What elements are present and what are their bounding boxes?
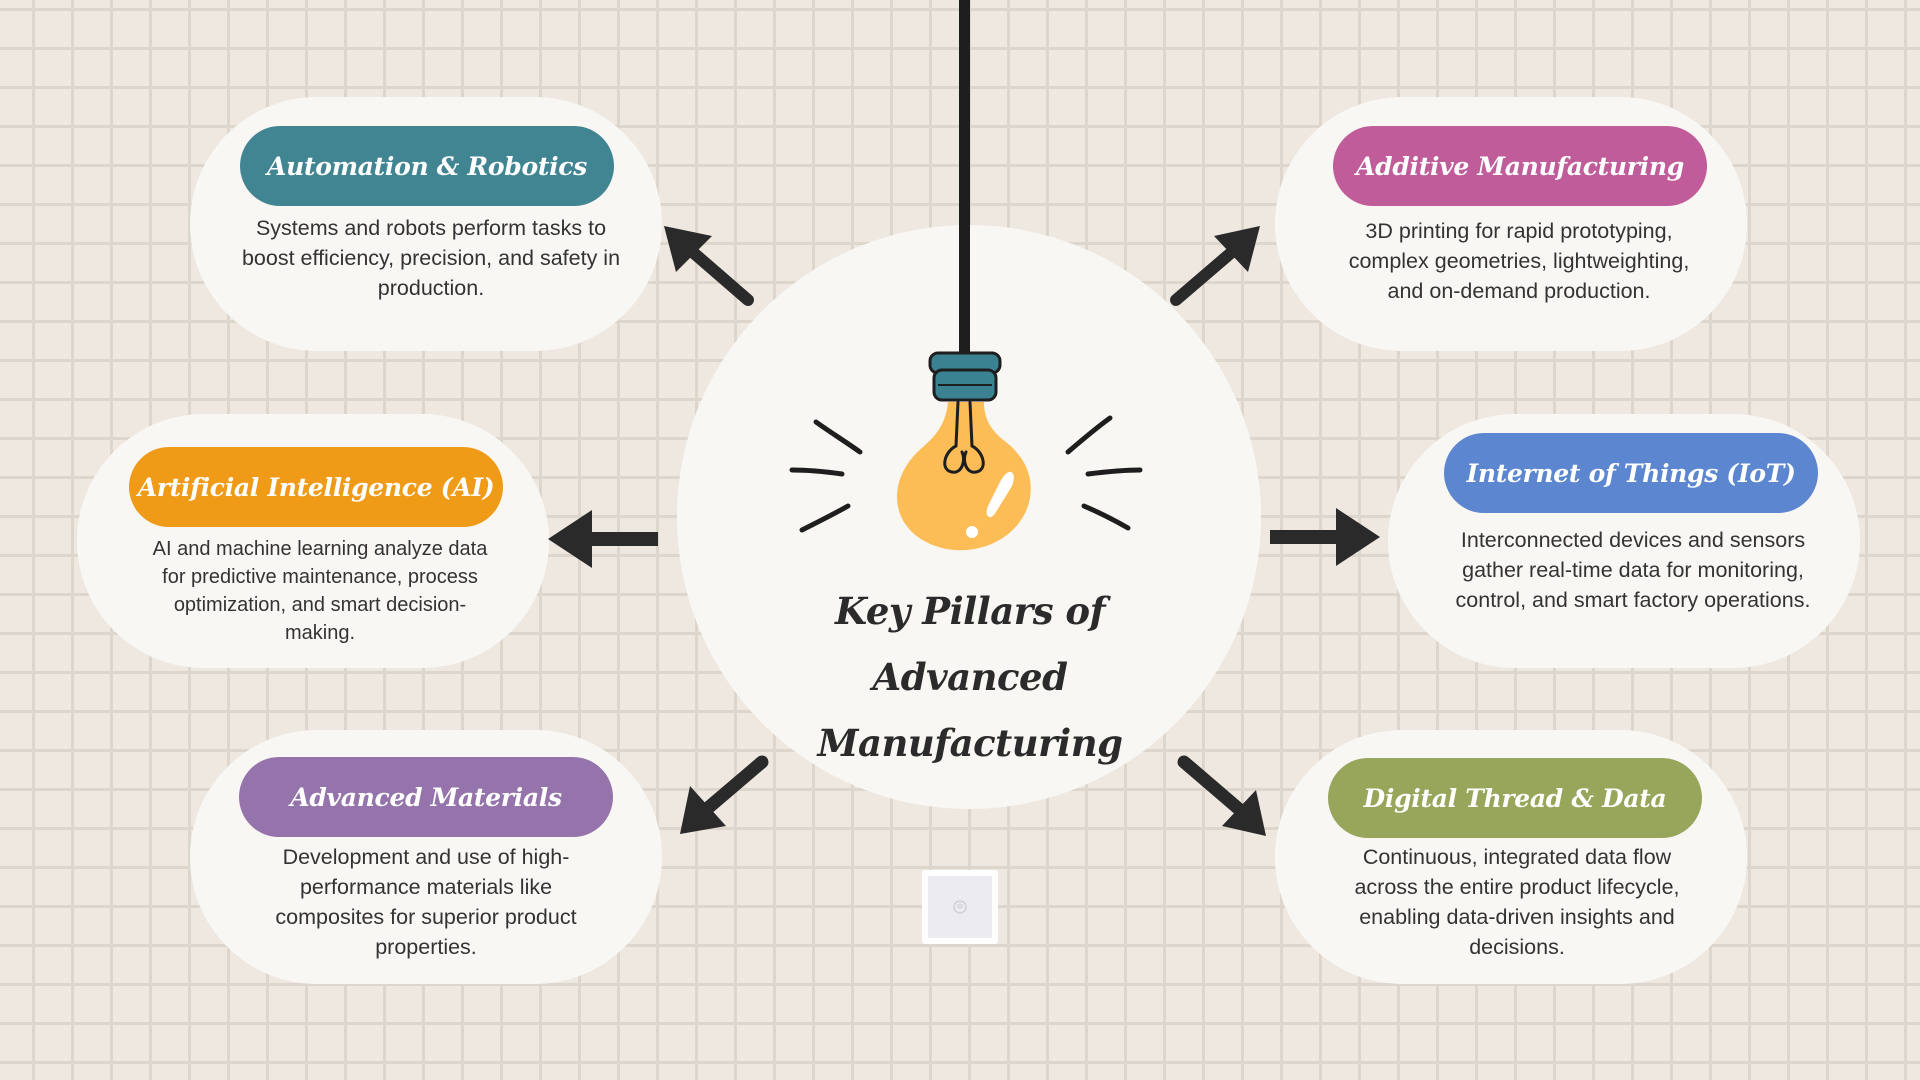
pillar-description-digital-thread: Continuous, integrated data flow across … [1354,845,1680,959]
light-bulb-icon [897,400,1031,551]
bulb-cord [959,0,970,360]
arrow-to-materials [680,755,769,834]
pillar-description-materials: Development and use of high-performance … [275,845,577,959]
pillar-heading-materials: Advanced Materials [239,757,613,837]
placeholder-icon [953,900,967,914]
arrow-to-ai [548,510,658,568]
pillar-heading-digital-thread: Digital Thread & Data [1328,758,1702,838]
pillar-heading-additive: Additive Manufacturing [1333,126,1707,206]
arrow-to-automation [664,226,754,306]
pillar-description-iot: Interconnected devices and sensors gathe… [1455,528,1811,612]
arrows [548,226,1380,836]
pillar-description-ai: AI and machine learning analyze data for… [152,538,488,644]
arrow-to-additive [1170,226,1260,306]
diagram-title: Key Pillars of Advanced Manufacturing [817,589,1123,765]
image-placeholder [922,870,998,944]
pillar-description-automation: Systems and robots perform tasks to boos… [241,216,621,300]
pillar-heading-automation: Automation & Robotics [240,126,614,206]
bulb-rays [789,415,1143,533]
pillar-heading-ai: Artificial Intelligence (AI) [129,447,503,527]
bulb-socket [928,351,1002,402]
pillar-heading-iot: Internet of Things (IoT) [1444,433,1818,513]
pillar-description-additive: 3D printing for rapid prototyping, compl… [1348,219,1690,303]
arrow-to-iot [1270,508,1380,566]
arrow-to-digital-thread [1177,755,1266,836]
